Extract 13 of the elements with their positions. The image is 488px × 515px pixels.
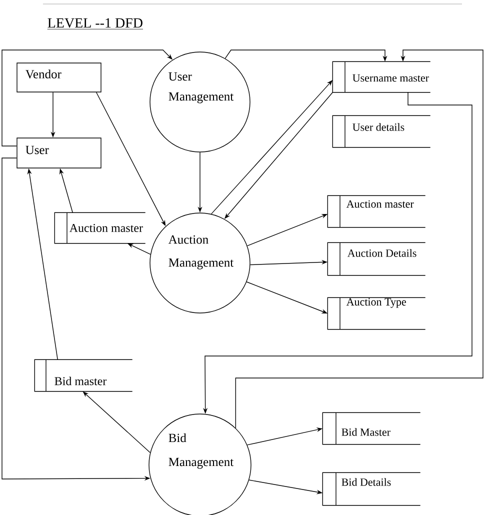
data-store: Auction Type (327, 297, 426, 330)
title: LEVEL --1 DFD (47, 18, 144, 30)
data-store: Auction master (54, 212, 146, 244)
data-store: Bid master (34, 359, 133, 392)
arrow (235, 50, 484, 428)
data-store: Username master (332, 61, 431, 93)
data-store: Auction master (327, 195, 426, 228)
data-store: User details (332, 115, 431, 148)
entity-box: Vendor (16, 62, 102, 92)
data-store: Bid Master (322, 412, 421, 445)
data-store: Bid Details (322, 472, 421, 506)
entity-box: User (16, 138, 102, 168)
data-store: Auction Details (327, 242, 426, 276)
